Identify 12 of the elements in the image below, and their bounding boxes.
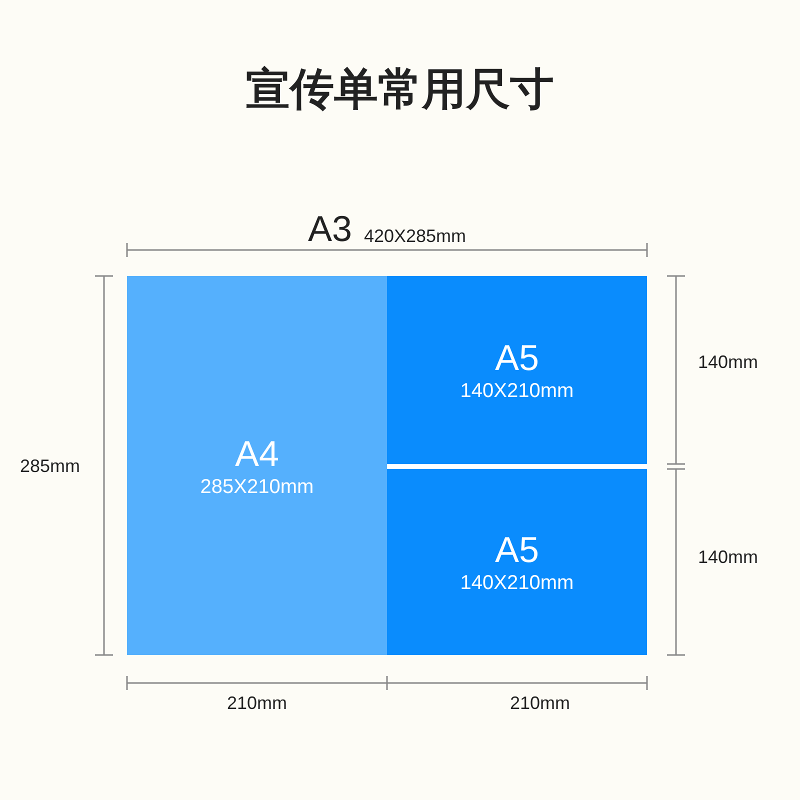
size-dimensions: 420X285mm bbox=[364, 225, 466, 248]
paper-panel bbox=[127, 276, 387, 655]
paper-panel bbox=[387, 276, 647, 464]
size-dimensions: 285X210mm bbox=[200, 474, 314, 498]
size-name: A5 bbox=[494, 529, 540, 571]
size-dimensions: 140X210mm bbox=[460, 379, 574, 403]
paper-panel bbox=[387, 469, 647, 655]
title: 宣传单常用尺寸 bbox=[245, 63, 555, 117]
size-dimensions: 140X210mm bbox=[460, 571, 574, 595]
size-name: A3 bbox=[308, 209, 352, 249]
size-name: A5 bbox=[494, 337, 540, 379]
size-name: A4 bbox=[234, 432, 280, 474]
